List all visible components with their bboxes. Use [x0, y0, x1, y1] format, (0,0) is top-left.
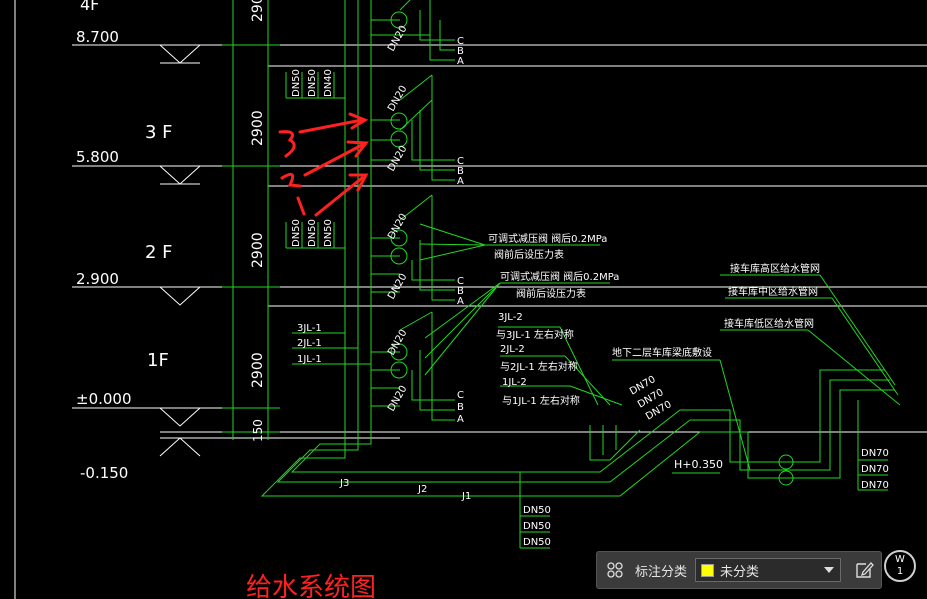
sym-2jl2: 2JL-2: [500, 344, 525, 355]
pipe-j3: J3: [339, 478, 349, 489]
abc-2f-c: C: [457, 276, 464, 287]
dn-2f-1: DN50: [291, 219, 302, 247]
abc-3f-b: B: [457, 166, 464, 177]
abc-3f-a: A: [457, 176, 464, 187]
dim-2f: 2900: [250, 232, 266, 268]
abc-2f-b: B: [457, 286, 464, 297]
main-size-l2: DN50: [523, 521, 551, 532]
sym-1jl2: 1JL-2: [502, 377, 527, 388]
chevron-down-icon: [824, 567, 835, 573]
abc-1f-b: B: [457, 402, 464, 413]
dim-3f: 2900: [250, 110, 266, 146]
dn20-4f: DN20: [386, 24, 409, 54]
drawing-title: 给水系统图: [246, 573, 376, 599]
pipe-j2: J2: [417, 484, 427, 495]
sym-3jl1: 与3JL-1 左右对称: [496, 328, 574, 341]
dn20-2f-a: DN20: [386, 212, 409, 242]
sym-3jl2: 3JL-2: [498, 312, 523, 323]
conn-high: 接车库高区给水管网: [730, 262, 820, 275]
right-size-1: DN70: [861, 448, 889, 459]
valve-note-2b: 阀前后设压力表: [516, 287, 586, 300]
branches: [371, 0, 455, 421]
red-annotations: [278, 112, 369, 217]
main-size-l1: DN50: [523, 505, 551, 516]
abc-1f-a: A: [457, 414, 464, 425]
sym-2jl1: 与2JL-1 左右对称: [500, 360, 578, 373]
annotation-category-select[interactable]: 未分类: [695, 558, 842, 582]
valve-leaders: [419, 223, 610, 376]
abc-4f-b: B: [457, 46, 464, 57]
elev-markers: [159, 44, 201, 457]
dn-3f-2: DN50: [307, 69, 318, 97]
elev-2900: 2.900: [76, 270, 119, 288]
abc-1f-c: C: [457, 390, 464, 401]
conn-low: 接车库低区给水管网: [724, 317, 814, 330]
elev-5800: 5.800: [76, 148, 119, 166]
dim-1f: 2900: [250, 352, 266, 388]
valve-note-1b: 阀前后设压力表: [494, 248, 564, 261]
dim-150: 150: [251, 419, 265, 442]
sym-1jl1: 与1JL-1 左右对称: [502, 394, 580, 407]
riser-1jl1: 1JL-1: [297, 354, 322, 365]
elev-basement: -0.150: [80, 464, 128, 482]
dn-2f-3: DN50: [323, 219, 334, 247]
edit-icon[interactable]: [851, 557, 877, 583]
dn-boxes-3f: [285, 72, 345, 99]
right-size-2: DN70: [861, 464, 889, 475]
viewcube-w: W: [895, 554, 905, 565]
viewcube-compass[interactable]: W 1: [884, 550, 916, 582]
main-size-l3: DN50: [523, 537, 551, 548]
dn-3f-1: DN50: [291, 69, 302, 97]
valve-note-1: 可调式减压阀 阀后0.2MPa: [488, 232, 607, 245]
dn20-3f-a: DN20: [386, 84, 409, 114]
floor-label-1f: 1F: [147, 350, 169, 371]
elev-8700: 8.700: [76, 28, 119, 46]
abc-3f-c: C: [457, 156, 464, 167]
dn-boxes-2f: [285, 222, 345, 249]
annotation-category-label: 标注分类: [635, 564, 688, 580]
abc-2f-a: A: [457, 296, 464, 307]
abc-4f-c: C: [457, 36, 464, 47]
dn-3f-3: DN40: [323, 69, 334, 97]
riser-pipes: [344, 0, 372, 440]
annotation-toolbar: 标注分类 未分类: [596, 551, 882, 589]
dn20-3f-b: DN20: [386, 144, 409, 174]
floor-label-3f: 3 F: [145, 122, 173, 143]
garage-note: 地下二层车库梁底敷设: [612, 346, 712, 359]
pipe-j1: J1: [461, 491, 471, 502]
dn-2f-2: DN50: [307, 219, 318, 247]
dim-4f: 2900: [250, 0, 266, 22]
riser-leaders: [292, 332, 371, 365]
right-size-3: DN70: [861, 480, 889, 491]
conn-mid: 接车库中区给水管网: [728, 285, 818, 298]
elev-0000: ±0.000: [76, 390, 132, 408]
main-pipes: [260, 274, 901, 549]
dn20-1f-a: DN20: [386, 328, 409, 358]
valve-note-2: 可调式减压阀 阀后0.2MPa: [500, 270, 619, 283]
viewcube-1: 1: [896, 566, 904, 577]
color-swatch: [701, 563, 715, 577]
sym-leaders: [498, 326, 751, 471]
riser-2jl1: 2JL-1: [297, 338, 322, 349]
floor-label-4f: 4F: [80, 0, 99, 14]
elev-h350: H+0.350: [674, 458, 723, 471]
grid-icon[interactable]: [601, 556, 629, 584]
abc-4f-a: A: [457, 56, 464, 67]
floor-label-2f: 2 F: [145, 242, 173, 263]
dimension-lines: [222, 0, 280, 440]
annotation-category-value: 未分类: [720, 564, 760, 580]
riser-3jl1: 3JL-1: [297, 323, 322, 334]
